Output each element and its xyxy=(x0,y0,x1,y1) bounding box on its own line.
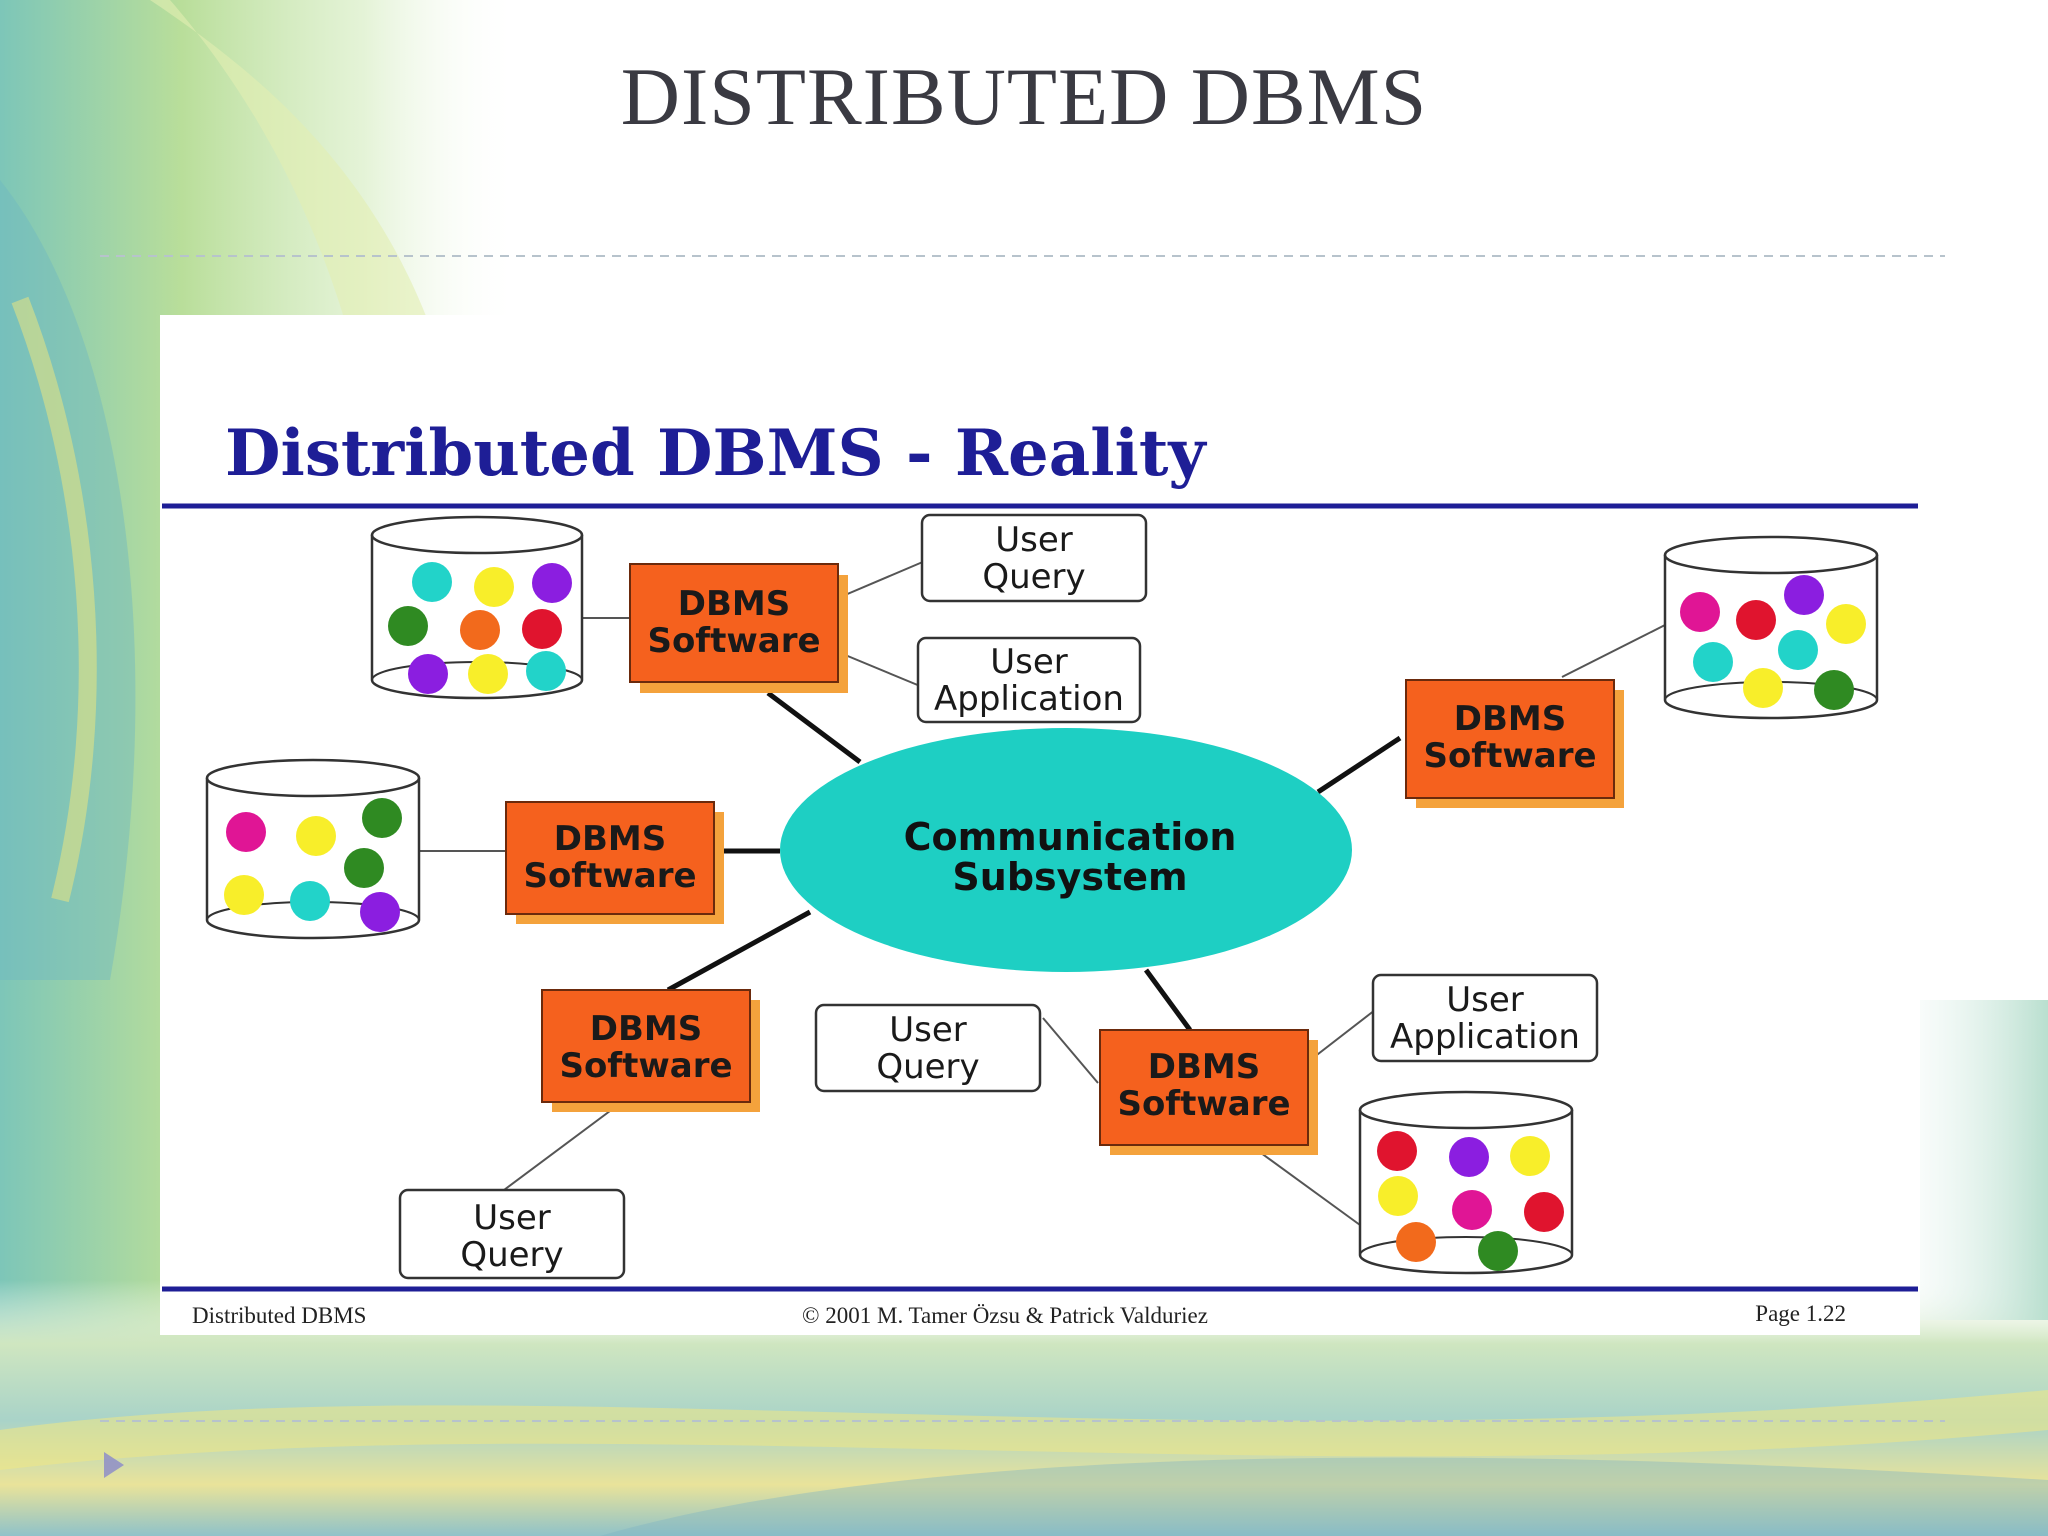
dbms-software-node: DBMS Software xyxy=(505,801,724,924)
footer-right: Page 1.22 xyxy=(1755,1301,1846,1326)
dbms-software-node: DBMS Software xyxy=(1405,679,1624,808)
dbms-software-node: DBMS Software xyxy=(1099,1029,1318,1155)
user-application-line2: Application xyxy=(934,679,1124,719)
communication-subsystem: Communication Subsystem xyxy=(780,728,1352,972)
user-application-line2: Application xyxy=(1390,1017,1580,1057)
user-application-line1: User xyxy=(1446,980,1524,1020)
user-query-line2: Query xyxy=(982,557,1085,597)
user-query-box: User Query xyxy=(814,1003,1042,1093)
node-label-line1: DBMS xyxy=(554,819,666,859)
hub-connectors xyxy=(666,691,1402,1032)
node-label-line2: Software xyxy=(1423,736,1596,776)
slide-title: DISTRIBUTED DBMS xyxy=(620,51,1428,142)
user-application-line1: User xyxy=(990,642,1068,682)
user-query-box: User Query xyxy=(920,513,1148,603)
user-query-line1: User xyxy=(473,1198,551,1238)
node-label-line2: Software xyxy=(523,856,696,896)
link-lines xyxy=(418,560,1666,1226)
user-query-line1: User xyxy=(889,1010,967,1050)
footer-center: © 2001 M. Tamer Özsu & Patrick Valduriez xyxy=(802,1303,1208,1328)
database-cylinder-icon xyxy=(205,758,421,940)
node-label-line1: DBMS xyxy=(590,1009,702,1049)
database-cylinder-icon xyxy=(370,515,584,700)
footer-left: Distributed DBMS xyxy=(192,1303,366,1328)
user-query-box: User Query xyxy=(398,1188,626,1280)
dbms-software-node: DBMS Software xyxy=(541,989,760,1112)
database-cylinder-icon xyxy=(1358,1090,1574,1275)
node-label-line2: Software xyxy=(559,1046,732,1086)
user-application-box: User Application xyxy=(1371,973,1599,1063)
diagram-title: Distributed DBMS - Reality xyxy=(225,416,1207,491)
user-application-box: User Application xyxy=(916,636,1142,724)
user-query-line2: Query xyxy=(876,1047,979,1087)
node-label-line1: DBMS xyxy=(1148,1047,1260,1087)
node-label-line2: Software xyxy=(647,621,820,661)
user-query-line2: Query xyxy=(460,1235,563,1275)
database-cylinder-icon xyxy=(1663,535,1879,720)
node-label-line1: DBMS xyxy=(1454,699,1566,739)
user-query-line1: User xyxy=(995,520,1073,560)
hub-label-line1: Communication xyxy=(904,815,1237,859)
dbms-software-node: DBMS Software xyxy=(629,563,848,693)
hub-label-line2: Subsystem xyxy=(952,855,1187,899)
distributed-dbms-diagram: Distributed DBMS - Reality Communication… xyxy=(160,315,1920,1335)
node-label-line2: Software xyxy=(1117,1084,1290,1124)
node-label-line1: DBMS xyxy=(678,584,790,624)
